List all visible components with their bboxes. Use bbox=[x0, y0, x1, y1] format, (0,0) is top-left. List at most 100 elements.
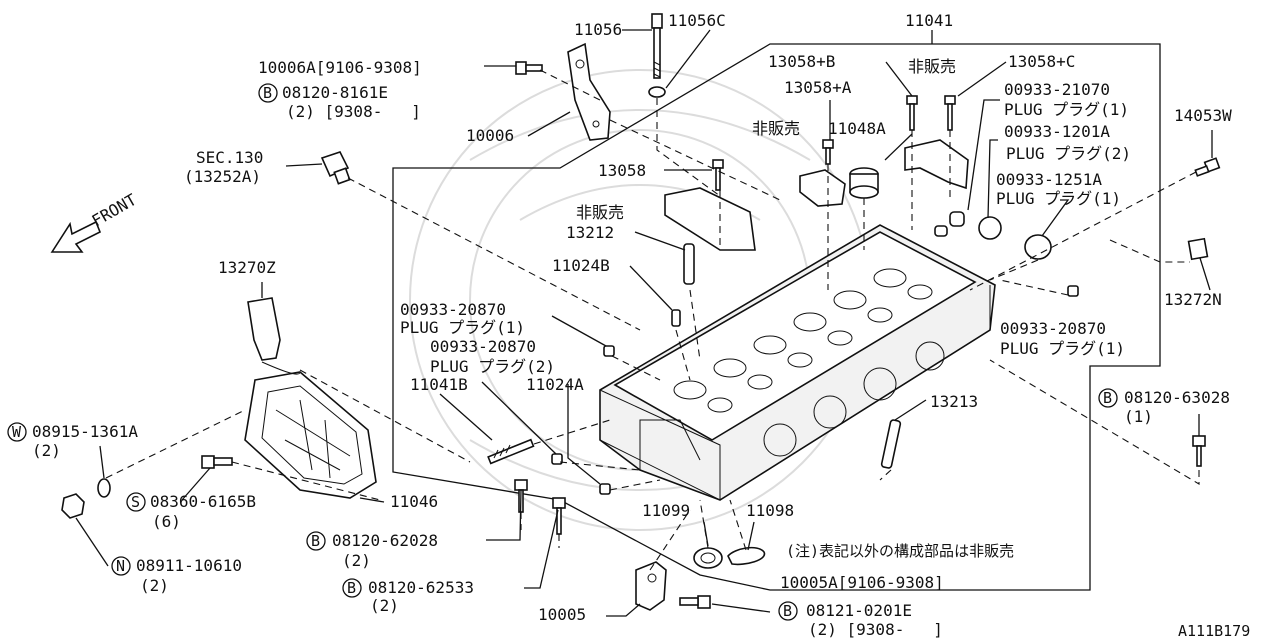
sec130-plug bbox=[320, 151, 351, 185]
badge-b-63028-letter: B bbox=[1103, 389, 1112, 407]
label-13212: 13212 bbox=[566, 223, 614, 242]
label-hanbai-3: 非販売 bbox=[576, 203, 624, 222]
label-08120-63028: 08120-63028 bbox=[1124, 388, 1230, 407]
label-00933-20870-c: 00933-20870 bbox=[1000, 319, 1106, 338]
label-11056c: 11056C bbox=[668, 11, 726, 30]
label-08120-63028-sub: (1) bbox=[1124, 407, 1153, 426]
badge-b-8161e bbox=[258, 83, 278, 103]
badge-w-08915 bbox=[7, 422, 27, 442]
label-00933-20870-a-sub: PLUG プラグ(1) bbox=[400, 318, 525, 337]
label-08360-6165b: 08360-6165B bbox=[150, 492, 256, 511]
label-a111b179: A111B179 bbox=[1178, 622, 1250, 639]
label-13272n: 13272N bbox=[1164, 290, 1222, 309]
label-10005: 10005 bbox=[538, 605, 586, 624]
label-10005a: 10005A[9106-9308] bbox=[780, 573, 944, 592]
bolt-08120-63028 bbox=[1192, 435, 1206, 467]
part-labels: 11056 11056C 11041 10006A[9106-9308] B 0… bbox=[7, 11, 1250, 639]
label-08911-10610-sub: (2) bbox=[140, 576, 169, 595]
label-00933-1201a-sub: PLUG プラグ(2) bbox=[1006, 144, 1131, 163]
label-00933-20870-b: 00933-20870 bbox=[430, 337, 536, 356]
tag-13272n bbox=[1187, 237, 1209, 261]
bolt-08121-0201e bbox=[679, 595, 711, 609]
cam-cap-mid bbox=[799, 169, 846, 207]
label-11041: 11041 bbox=[905, 11, 953, 30]
label-14053w: 14053W bbox=[1174, 106, 1232, 125]
bolt-10006a bbox=[515, 61, 543, 75]
guide-13270z bbox=[247, 297, 281, 361]
label-13058: 13058 bbox=[598, 161, 646, 180]
label-hanbai-2: 非販売 bbox=[752, 119, 800, 138]
badge-w-08915-letter: W bbox=[12, 423, 22, 441]
stud-11041b bbox=[487, 438, 535, 465]
label-08120-62028: 08120-62028 bbox=[332, 531, 438, 550]
badge-n-08911 bbox=[111, 556, 131, 576]
plugs-right bbox=[934, 211, 1052, 260]
label-00933-21070-sub: PLUG プラグ(1) bbox=[1004, 100, 1129, 119]
seal-11048a bbox=[849, 167, 879, 199]
plug-11024a bbox=[599, 483, 611, 495]
label-13213: 13213 bbox=[930, 392, 978, 411]
bolt-13058 bbox=[712, 159, 724, 191]
label-08120-62533-sub: (2) bbox=[370, 596, 399, 615]
label-00933-1251a-sub: PLUG プラグ(1) bbox=[996, 189, 1121, 208]
label-00933-21070: 00933-21070 bbox=[1004, 80, 1110, 99]
badge-b-62533 bbox=[342, 578, 362, 598]
dowel-13212 bbox=[683, 243, 695, 285]
label-note: (注)表記以外の構成部品は非販売 bbox=[786, 542, 1014, 560]
dowel-13213 bbox=[880, 419, 902, 469]
washer-11056c bbox=[648, 86, 666, 98]
cam-cap-front bbox=[664, 187, 756, 251]
label-front: FRONT bbox=[89, 190, 141, 231]
badge-b-8161e-letter: B bbox=[263, 84, 272, 102]
label-sec130: SEC.130 bbox=[196, 148, 263, 167]
leader-lines bbox=[75, 29, 1213, 617]
label-08915-1361a-sub: (2) bbox=[32, 441, 61, 460]
screw-08360-6165b bbox=[201, 455, 233, 469]
bracket-10005 bbox=[635, 561, 667, 611]
front-arrow-icon bbox=[50, 220, 102, 253]
nut-08911 bbox=[61, 493, 85, 519]
plug-00933-20870-b bbox=[551, 453, 563, 465]
badge-b-63028 bbox=[1098, 388, 1118, 408]
washer-08915 bbox=[97, 478, 111, 498]
label-10006: 10006 bbox=[466, 126, 514, 145]
label-08911-10610: 08911-10610 bbox=[136, 556, 242, 575]
badge-b-62028 bbox=[306, 531, 326, 551]
label-11099: 11099 bbox=[642, 501, 690, 520]
label-11048a: 11048A bbox=[828, 119, 886, 138]
badge-s-08360-letter: S bbox=[131, 493, 140, 511]
label-11024b: 11024B bbox=[552, 256, 610, 275]
label-11098: 11098 bbox=[746, 501, 794, 520]
bolt-13058c bbox=[944, 95, 956, 131]
cylinder-head bbox=[599, 224, 996, 501]
label-hanbai-1: 非販売 bbox=[908, 57, 956, 76]
label-13252a: (13252A) bbox=[184, 167, 261, 186]
label-08360-6165b-sub: (6) bbox=[152, 512, 181, 531]
label-00933-1201a: 00933-1201A bbox=[1004, 122, 1110, 141]
label-08121-0201e: 08121-0201E bbox=[806, 601, 912, 620]
label-11041b: 11041B bbox=[410, 375, 468, 394]
label-10006a: 10006A[9106-9308] bbox=[258, 58, 422, 77]
label-08120-62533: 08120-62533 bbox=[368, 578, 474, 597]
label-11046: 11046 bbox=[390, 492, 438, 511]
label-00933-1251a: 00933-1251A bbox=[996, 170, 1102, 189]
label-13270z: 13270Z bbox=[218, 258, 276, 277]
label-00933-20870-b-sub: PLUG プラグ(2) bbox=[430, 357, 555, 376]
label-11024a: 11024A bbox=[526, 375, 584, 394]
label-13058a: 13058+A bbox=[784, 78, 852, 97]
gasket-11099 bbox=[693, 547, 723, 569]
badge-b-0201e bbox=[778, 601, 798, 621]
badge-b-62533-letter: B bbox=[347, 579, 356, 597]
badge-b-0201e-letter: B bbox=[783, 602, 792, 620]
badge-s-08360 bbox=[126, 492, 146, 512]
label-11056: 11056 bbox=[574, 20, 622, 39]
bolt-13058b bbox=[906, 95, 918, 131]
plug-00933-20870-c bbox=[1067, 285, 1079, 297]
bolt-14053w bbox=[1194, 157, 1221, 177]
badge-b-62028-letter: B bbox=[311, 532, 320, 550]
badge-n-08911-letter: N bbox=[116, 557, 125, 575]
gasket-11098 bbox=[727, 546, 766, 566]
bolt-13058a bbox=[822, 139, 834, 165]
bracket-10006 bbox=[567, 42, 611, 141]
